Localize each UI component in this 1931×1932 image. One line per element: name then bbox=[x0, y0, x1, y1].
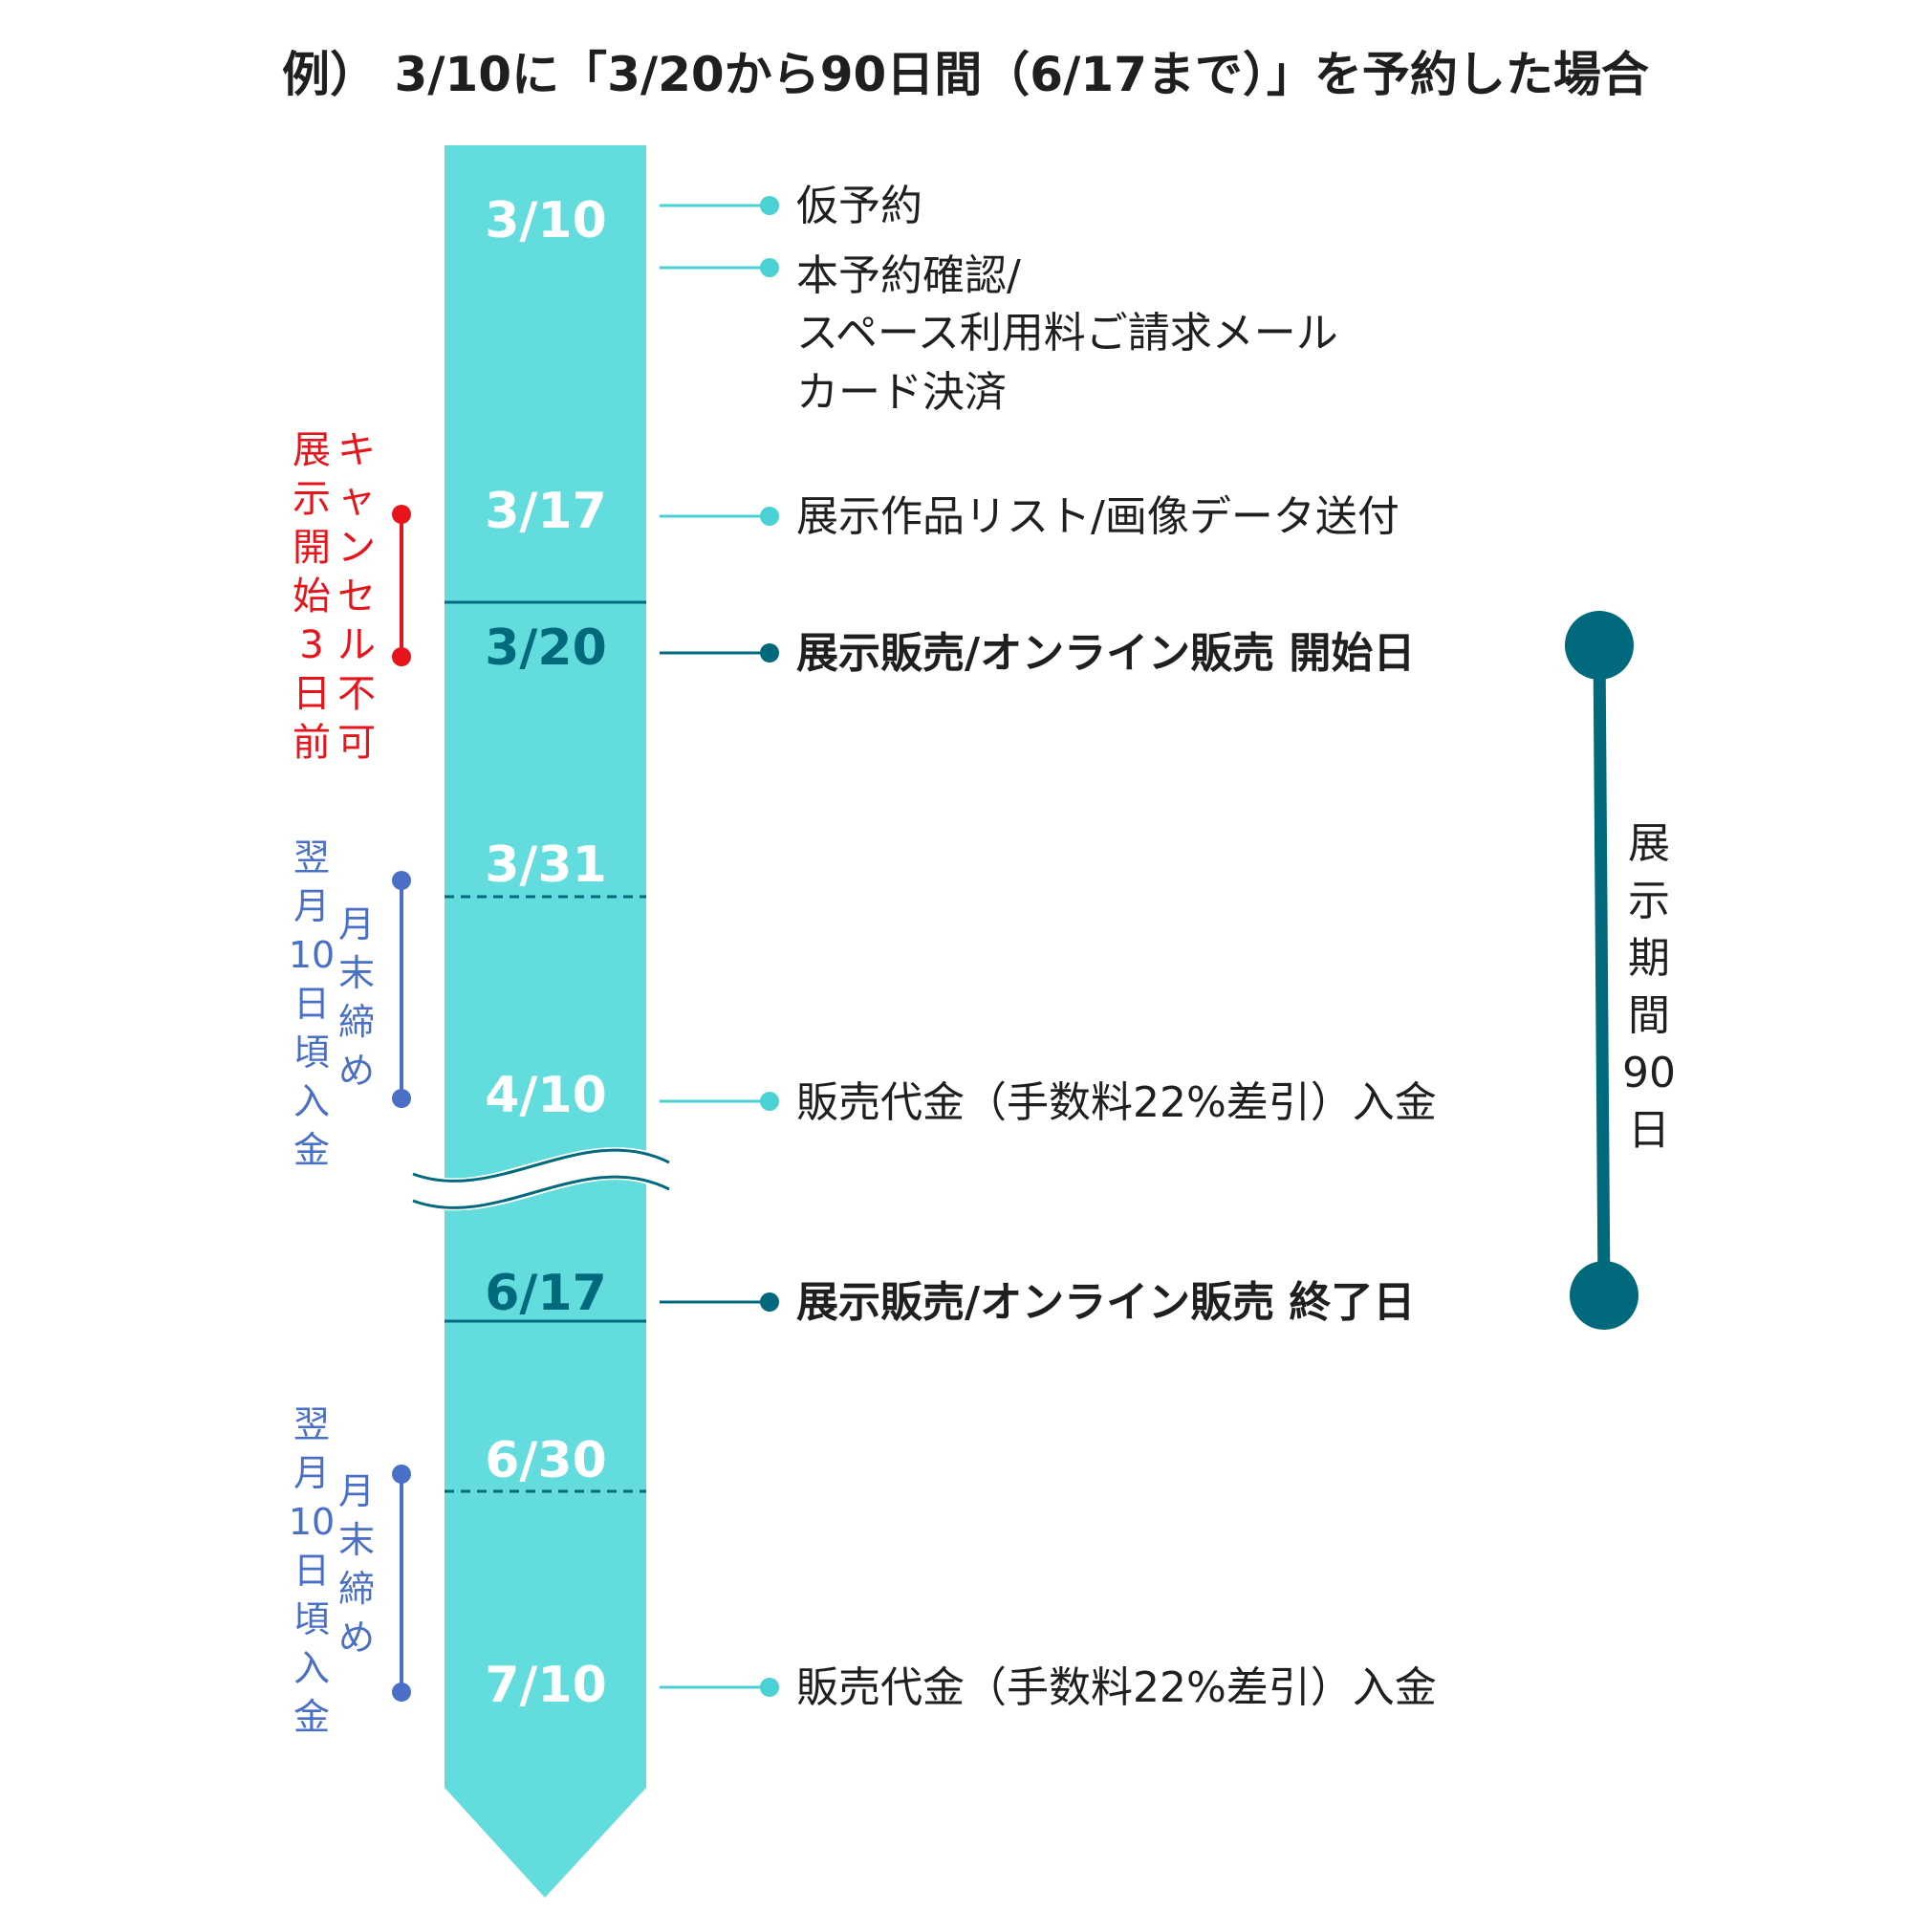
vertical-char: め bbox=[338, 1050, 375, 1092]
vertical-char: ン bbox=[337, 526, 376, 570]
connector-dot bbox=[760, 258, 779, 277]
vertical-char: 日 bbox=[293, 672, 331, 716]
timeline-break-mark bbox=[407, 1147, 677, 1211]
connector-dot bbox=[760, 643, 779, 662]
connector-dot bbox=[760, 196, 779, 215]
event-text: 展示作品リスト/画像データ送付 bbox=[796, 492, 1399, 541]
event-text: 販売代金（手数料22%差引）入金 bbox=[796, 1078, 1437, 1127]
vertical-char: 10 bbox=[289, 1501, 335, 1543]
vertical-char: 翌 bbox=[293, 1403, 330, 1445]
event-text-bold: 展示販売/オンライン販売 終了日 bbox=[796, 1278, 1415, 1327]
side-brackets bbox=[392, 505, 411, 1702]
date-label: 6/17 bbox=[485, 1265, 607, 1322]
vertical-char: 始 bbox=[293, 575, 331, 619]
event-connectors bbox=[660, 196, 779, 1697]
vertical-char: 展 bbox=[293, 428, 331, 472]
date-label: 6/30 bbox=[485, 1432, 607, 1489]
vertical-char: 3 bbox=[299, 623, 323, 667]
timeline-bar bbox=[445, 145, 646, 1898]
vertical-char: 開 bbox=[293, 526, 331, 570]
vertical-char: 展 bbox=[1628, 819, 1670, 868]
vertical-char: 日 bbox=[293, 983, 330, 1025]
period-end-dot bbox=[1570, 1261, 1638, 1330]
vertical-char: 頃 bbox=[293, 1598, 330, 1640]
vertical-char: 月 bbox=[338, 903, 375, 945]
bracket-dot bbox=[392, 1682, 411, 1702]
event-text: スペース利用料ご請求メール bbox=[796, 309, 1338, 358]
vertical-char: 入 bbox=[293, 1647, 330, 1689]
vertical-char: 間 bbox=[1628, 991, 1670, 1040]
date-labels: 3/10 3/17 3/20 3/31 4/10 6/17 6/30 7/10 bbox=[485, 192, 607, 1714]
period-line bbox=[1593, 644, 1611, 1296]
vertical-char: 締 bbox=[338, 1568, 375, 1610]
vertical-char: 10 bbox=[289, 934, 335, 976]
vertical-char: 期 bbox=[1628, 934, 1670, 983]
vertical-char: 月 bbox=[293, 885, 330, 927]
date-label: 3/20 bbox=[485, 619, 607, 677]
event-text: 販売代金（手数料22%差引）入金 bbox=[796, 1663, 1437, 1712]
vertical-char: 末 bbox=[338, 952, 375, 994]
vertical-char: 金 bbox=[293, 1696, 330, 1738]
connector-dot bbox=[760, 507, 779, 526]
vertical-char: 翌 bbox=[293, 836, 330, 879]
connector-dot bbox=[760, 1292, 779, 1312]
bracket-dot bbox=[392, 505, 411, 524]
event-text: 本予約確認/ bbox=[796, 251, 1021, 300]
vertical-char: ル bbox=[337, 623, 376, 667]
vertical-char: 不 bbox=[337, 672, 376, 716]
date-label: 3/31 bbox=[485, 836, 607, 894]
vertical-char: キ bbox=[337, 428, 376, 472]
date-label: 4/10 bbox=[485, 1067, 607, 1124]
date-label: 3/17 bbox=[485, 483, 607, 540]
vertical-char: 可 bbox=[337, 721, 376, 765]
connector-dot bbox=[760, 1678, 779, 1697]
vertical-char: ャ bbox=[337, 477, 376, 521]
bracket-dot bbox=[392, 871, 411, 890]
period-bracket bbox=[1565, 611, 1638, 1330]
bracket-dot bbox=[392, 647, 411, 666]
period-start-dot bbox=[1565, 611, 1634, 680]
vertical-char: 末 bbox=[338, 1519, 375, 1561]
diagram-title: 例） 3/10に「3/20から90日間（6/17まで）」を予約した場合 bbox=[282, 47, 1649, 102]
vertical-char: 日 bbox=[293, 1550, 330, 1592]
vertical-char: 金 bbox=[293, 1129, 330, 1171]
date-label: 7/10 bbox=[485, 1657, 607, 1714]
event-text: カード決済 bbox=[796, 368, 1007, 417]
vertical-char: 前 bbox=[293, 721, 331, 765]
event-text-bold: 展示販売/オンライン販売 開始日 bbox=[796, 629, 1415, 678]
vertical-char: 月 bbox=[293, 1452, 330, 1494]
vertical-char: め bbox=[338, 1617, 375, 1659]
bracket-dot bbox=[392, 1465, 411, 1484]
bracket-dot bbox=[392, 1089, 411, 1108]
vertical-char: セ bbox=[337, 575, 376, 619]
vertical-char: 月 bbox=[338, 1470, 375, 1512]
date-label: 3/10 bbox=[485, 192, 607, 250]
vertical-char: 日 bbox=[1628, 1106, 1670, 1155]
vertical-char: 90 bbox=[1622, 1049, 1676, 1097]
event-text: 仮予約 bbox=[796, 182, 922, 230]
event-texts: 仮予約 本予約確認/ スペース利用料ご請求メール カード決済 展示作品リスト/画… bbox=[796, 182, 1437, 1712]
connector-dot bbox=[760, 1092, 779, 1111]
vertical-char: 示 bbox=[1628, 877, 1670, 925]
vertical-char: 示 bbox=[293, 477, 331, 521]
vertical-char: 入 bbox=[293, 1080, 330, 1122]
vertical-char: 締 bbox=[338, 1001, 375, 1043]
vertical-char: 頃 bbox=[293, 1031, 330, 1074]
